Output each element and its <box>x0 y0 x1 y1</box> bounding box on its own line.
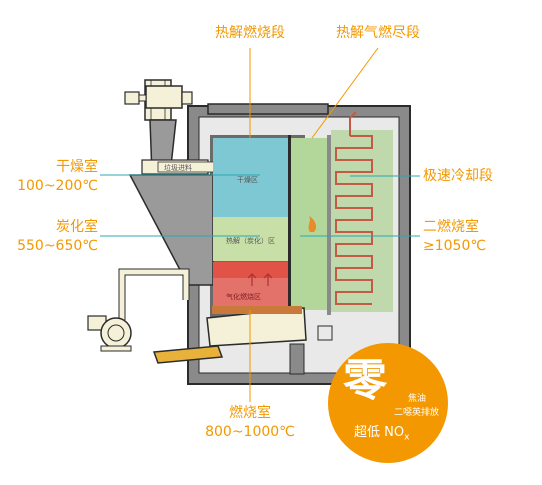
badge-line2: 二噁英排放 <box>394 408 440 418</box>
leader-gas-burnout <box>311 47 379 139</box>
up-arrow-icon <box>263 273 273 286</box>
top-lid <box>207 103 329 115</box>
secondary-chamber-label: 二燃烧室 <box>423 219 479 235</box>
pyrolysis-stage-label: 热解燃烧段 <box>215 25 285 41</box>
ash-bed <box>212 306 302 314</box>
air-pipe <box>119 269 189 320</box>
badge-line1: 焦油 <box>408 394 427 404</box>
feed-label: 垃圾进料 <box>164 164 192 172</box>
zero-emission-badge <box>328 343 448 463</box>
dry-zone-label: 干燥区 <box>237 176 258 184</box>
combustion-temp-label: 800~1000℃ <box>205 424 295 440</box>
flame-band <box>213 262 289 278</box>
motor-cap <box>124 91 140 105</box>
coil-inlet <box>349 111 357 136</box>
air-pipe-outline <box>118 268 190 320</box>
badge-nox: 超低 NOx <box>354 425 409 446</box>
motor-body <box>145 85 183 109</box>
rapid-cooling-label: 极速冷却段 <box>423 168 493 184</box>
badge-nox-sub: x <box>404 432 410 443</box>
fan-base <box>100 345 132 352</box>
drying-room-label: 干燥室 <box>56 159 98 175</box>
badge-zero-char: 零 <box>343 355 387 406</box>
carbonization-zone <box>213 217 289 261</box>
combustion-room-label: 燃烧室 <box>229 405 271 421</box>
motor-shaft <box>138 94 147 102</box>
afterburn-zone <box>291 138 327 310</box>
zone-divider <box>327 135 331 315</box>
gas-burnout-stage-label: 热解气燃尽段 <box>336 25 420 41</box>
ash-discharge <box>152 345 224 364</box>
blower-hub <box>107 324 125 342</box>
inspection-door <box>317 325 333 341</box>
carbonization-temp-label: 550~650℃ <box>17 238 98 254</box>
badge-nox-prefix: 超低 NO <box>354 425 405 440</box>
burn-zone-label: 气化燃烧区 <box>226 293 261 301</box>
secondary-temp-label: ≥1050℃ <box>423 238 487 254</box>
cooling-coil <box>335 135 373 305</box>
air-pipe-outline <box>124 274 184 320</box>
carbonization-room-label: 炭化室 <box>56 219 98 235</box>
up-arrow-icon <box>247 273 257 286</box>
support-leg <box>289 343 305 375</box>
drying-zone <box>213 138 289 217</box>
motor-cap <box>181 91 193 105</box>
carbon-zone-label: 热解（炭化）区 <box>226 237 275 245</box>
drying-temp-label: 100~200℃ <box>17 178 98 194</box>
zone-divider <box>288 135 291 315</box>
fire-icon <box>308 216 317 232</box>
blower-fan <box>100 317 132 349</box>
